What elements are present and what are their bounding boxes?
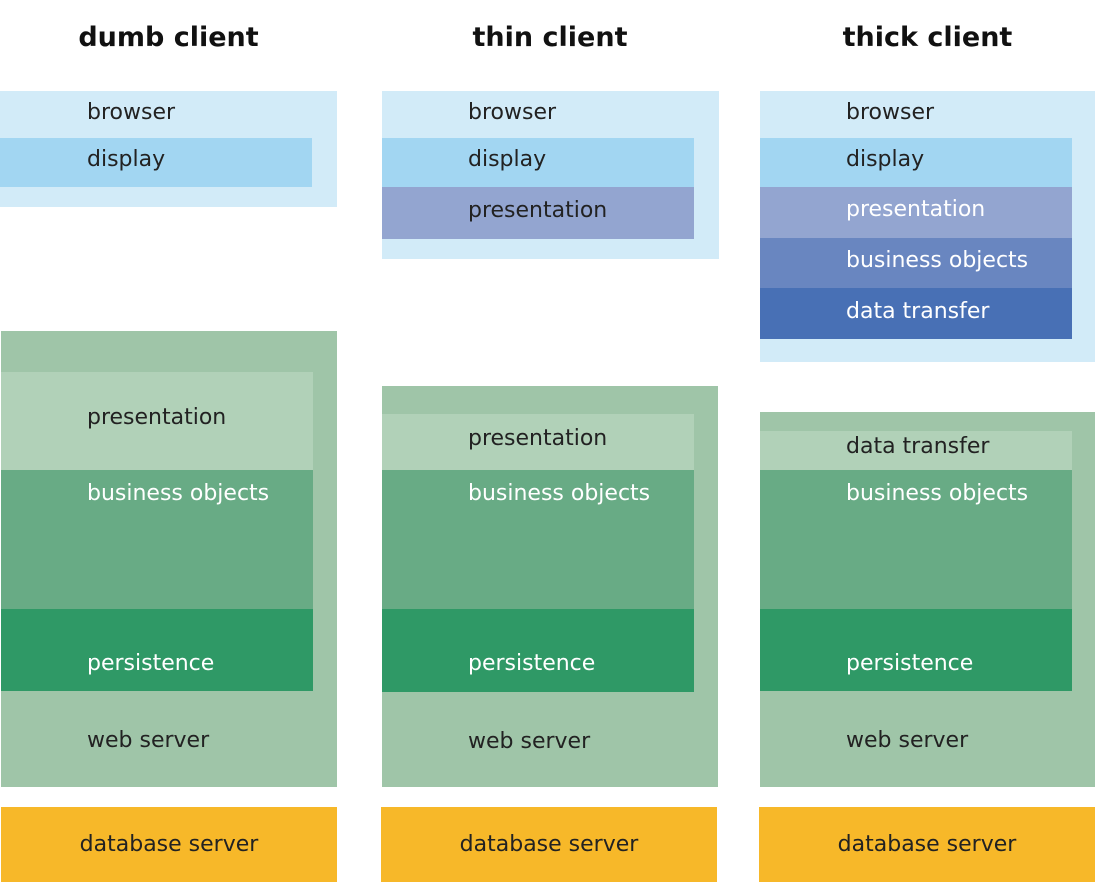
- dumb-presentation-layer: [1, 372, 313, 470]
- thin-persistence-label: persistence: [468, 651, 596, 676]
- thick-data-transfer-label: data transfer: [846, 434, 990, 459]
- thin-business-objects-layer: [382, 470, 694, 609]
- dumb-display-layer: [0, 138, 312, 187]
- thin-presentation-label: presentation: [468, 426, 608, 451]
- thick-persistence-label: persistence: [846, 651, 974, 676]
- thin-business-objects-label: business objects: [468, 481, 651, 506]
- thin-presentation-layer: [382, 414, 694, 470]
- thick-client-presentation-label: presentation: [846, 197, 986, 222]
- thin-web-server-label: web server: [468, 729, 591, 754]
- dumb-presentation-label: presentation: [87, 405, 227, 430]
- dumb-business-objects-layer: [1, 470, 313, 609]
- column-title-thin-client: thin client: [472, 22, 628, 53]
- dumb-business-objects-label: business objects: [87, 481, 270, 506]
- column-title-dumb-client: dumb client: [78, 22, 259, 53]
- dumb-persistence-layer: [1, 609, 313, 691]
- thick-client-data-transfer-label: data transfer: [846, 299, 990, 324]
- column-title-thick-client: thick client: [842, 22, 1013, 53]
- thin-display-layer: [382, 138, 694, 187]
- thin-client-presentation-layer: [382, 187, 694, 239]
- dumb-web-server-label: web server: [87, 728, 210, 753]
- dumb-database-server: database server: [1, 807, 337, 882]
- thick-business-objects-layer: [760, 470, 1072, 609]
- dumb-display-label: display: [87, 147, 166, 172]
- thick-client-business-objects-layer: [760, 238, 1072, 288]
- thick-browser-label: browser: [846, 100, 935, 125]
- thick-display-layer: [760, 138, 1072, 187]
- thin-browser-label: browser: [468, 100, 557, 125]
- thin-persistence-layer: [382, 609, 694, 692]
- dumb-persistence-label: persistence: [87, 651, 215, 676]
- thin-database-server: database server: [381, 807, 717, 882]
- thick-business-objects-label: business objects: [846, 481, 1029, 506]
- thick-client-business-objects-label: business objects: [846, 248, 1029, 273]
- thin-display-label: display: [468, 147, 547, 172]
- thick-display-label: display: [846, 147, 925, 172]
- thick-persistence-layer: [760, 609, 1072, 691]
- dumb-browser-label: browser: [87, 100, 176, 125]
- thick-database-server: database server: [759, 807, 1095, 882]
- thin-client-presentation-label: presentation: [468, 198, 608, 223]
- thick-data-transfer-layer: [760, 431, 1072, 470]
- thick-web-server-label: web server: [846, 728, 969, 753]
- thick-client-presentation-layer: [760, 187, 1072, 238]
- thick-client-data-transfer-layer: [760, 288, 1072, 339]
